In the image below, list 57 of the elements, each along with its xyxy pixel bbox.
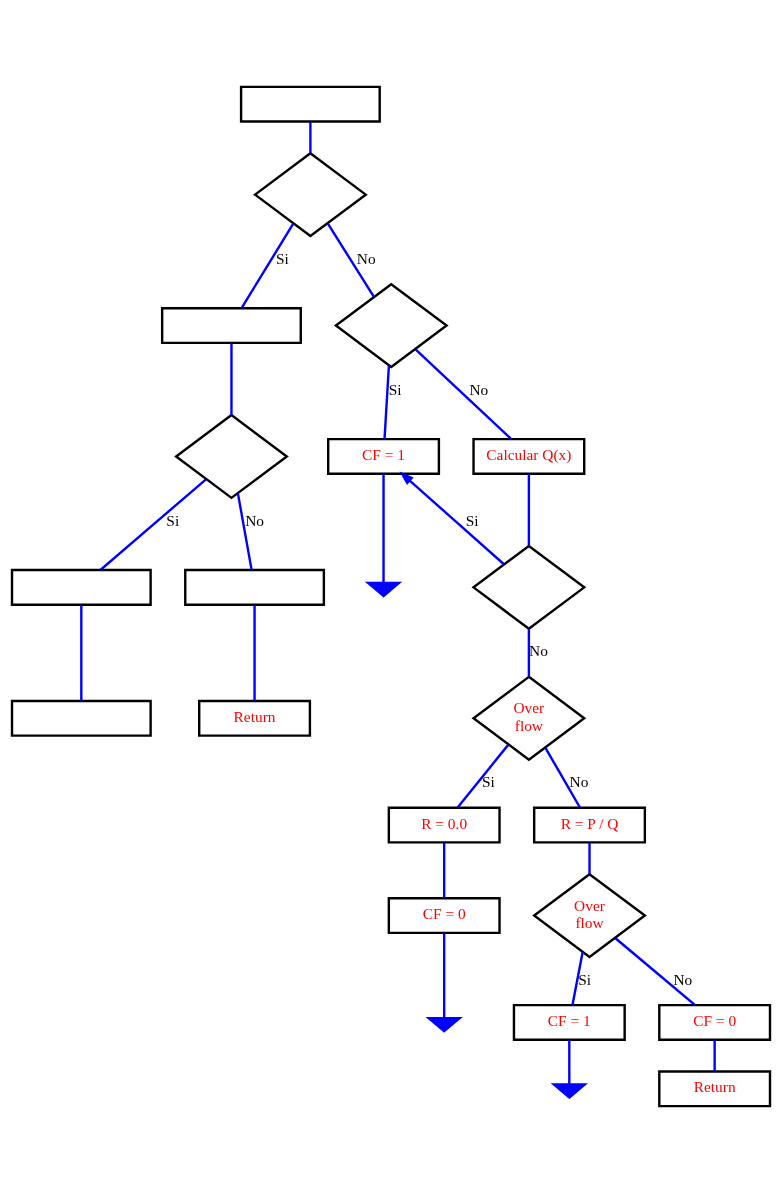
node-box [184,568,326,606]
edge-label: No [356,249,376,267]
connector [326,222,375,298]
edge-label: Si [482,772,495,790]
arrow [399,471,505,565]
connector [713,1039,716,1071]
connector [442,932,446,1018]
edge-label: Si [166,511,180,529]
node-box: Calcular Q(x) [472,437,586,475]
node-diamond: Over flow [471,674,587,761]
connector [253,604,256,701]
connector [230,342,233,415]
connector [456,743,510,808]
connector [383,365,391,439]
node-box: CF = 1 [327,437,441,475]
node-diamond [471,543,587,630]
connector [527,628,531,677]
edge-label: Si [276,249,289,267]
edge-label: No [469,380,489,398]
connector [382,473,385,583]
edge-label: Si [465,511,479,529]
edge-label: No [245,511,264,529]
node-diamond [253,151,368,238]
connector [99,477,207,571]
connector [414,347,513,440]
node-box: R = P / Q [532,806,647,844]
node-box [10,699,152,737]
edge-label: Si [578,970,592,988]
node-box [10,568,152,606]
node-box: Return [198,699,312,737]
node-diamond [174,413,289,499]
node-diamond [333,282,449,368]
node-box: Return [658,1069,772,1107]
node-box: CF = 0 [658,1003,772,1041]
connector [614,936,696,1006]
edge-label: No [569,772,589,790]
connector [240,222,295,309]
connector [588,842,591,874]
connector [236,492,253,570]
connector [80,604,83,701]
node-ground [550,1082,588,1099]
connector [571,951,584,1005]
node-ground [425,1016,463,1033]
connector [442,842,446,898]
node-diamond: Over flow [532,872,647,958]
node-ground [364,581,403,598]
node-box: R = 0.0 [387,806,501,844]
node-box [160,306,302,344]
connector [568,1039,571,1084]
connector [527,473,531,546]
edge-label: Si [388,380,402,398]
edge-label: No [673,970,693,988]
node-box: CF = 1 [512,1003,626,1041]
connector [544,746,581,808]
node-box [239,85,381,123]
node-box: CF = 0 [387,896,501,934]
connector [309,121,312,153]
